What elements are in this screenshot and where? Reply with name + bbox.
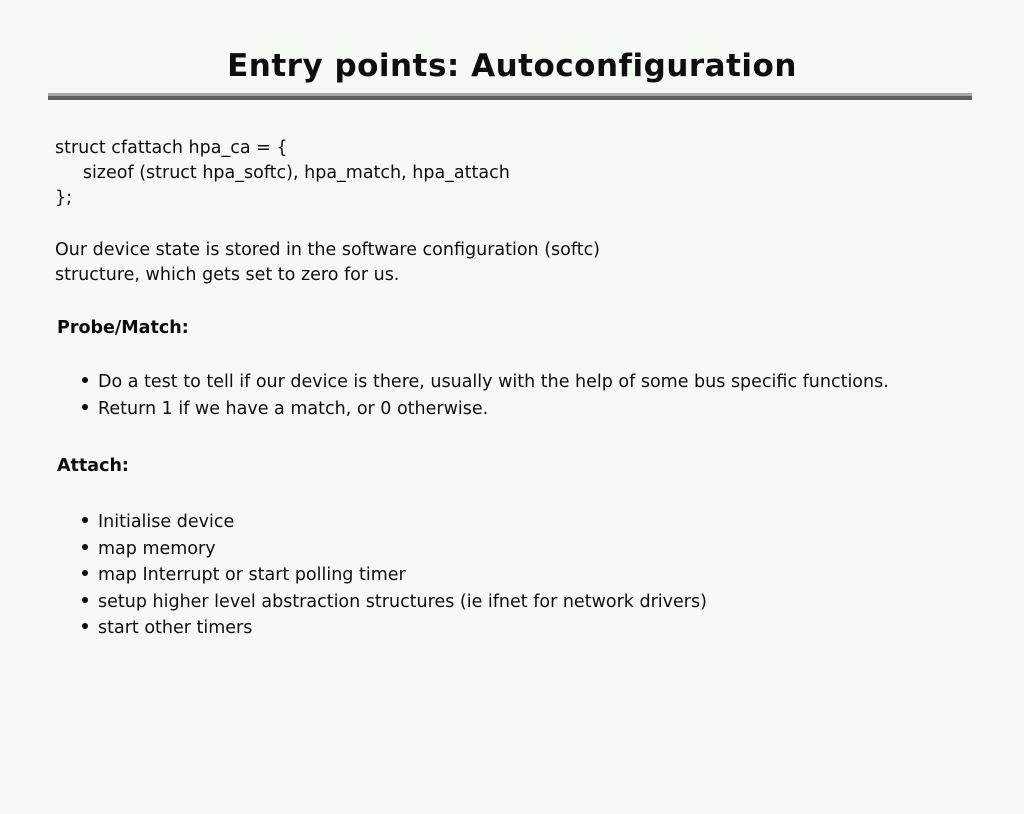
bullet-text: Return 1 if we have a match, or 0 otherw… [98,398,489,419]
bullet-icon [82,403,88,410]
list-item: start other timers [82,615,994,642]
slide-content: struct cfattach hpa_ca = { sizeof (struc… [0,136,1024,642]
code-line: }; [55,188,73,208]
slide: Entry points: Autoconfiguration struct c… [0,46,1024,814]
slide-title: Entry points: Autoconfiguration [227,48,797,84]
list-item: Return 1 if we have a match, or 0 otherw… [82,396,994,423]
list-item: Do a test to tell if our device is there… [82,369,994,396]
bullet-icon [82,596,88,603]
bullet-text: Do a test to tell if our device is there… [98,372,889,392]
code-line: struct cfattach hpa_ca = { [55,138,288,158]
bullet-icon [82,623,88,629]
list-item: setup higher level abstraction structure… [82,589,994,616]
section-heading-probe-match: Probe/Match: [57,318,189,338]
list-item: map memory [82,536,994,563]
attach-bullet-list: Initialise device map memory map Interru… [82,509,994,642]
section-heading-attach: Attach: [57,456,129,476]
bullet-text: map memory [98,538,216,559]
bullet-icon [82,517,88,523]
list-item: Initialise device [82,509,994,536]
bullet-icon [82,377,88,383]
intro-paragraph: Our device state is stored in the softwa… [55,238,994,288]
bullet-icon [82,570,88,576]
title-divider [48,93,972,100]
list-item: map Interrupt or start polling timer [82,562,994,589]
bullet-text: Initialise device [98,512,235,532]
code-line: sizeof (struct hpa_softc), hpa_match, hp… [55,163,510,183]
bullet-icon [82,543,88,550]
code-block: struct cfattach hpa_ca = { sizeof (struc… [55,136,994,211]
intro-line: Our device state is stored in the softwa… [55,240,601,260]
intro-line: structure, which gets set to zero for us… [55,265,400,285]
bullet-text: setup higher level abstraction structure… [98,591,707,612]
bullet-text: map Interrupt or start polling timer [98,565,406,585]
bullet-text: start other timers [98,618,253,638]
probe-match-bullet-list: Do a test to tell if our device is there… [82,369,994,422]
